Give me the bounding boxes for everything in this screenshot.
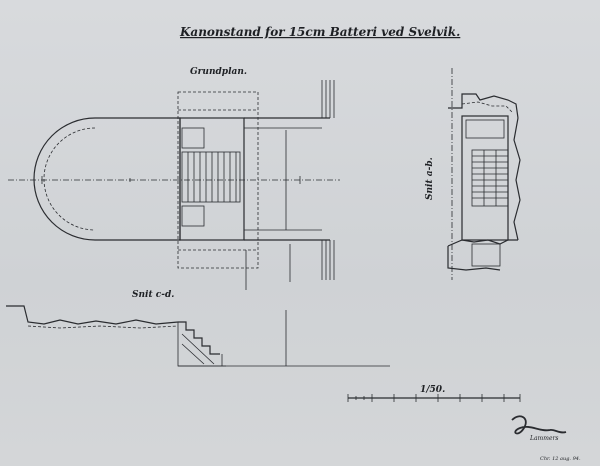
section-ab-view <box>447 68 521 280</box>
scale-label: 1/50. <box>420 385 445 395</box>
plan-view <box>8 80 340 290</box>
section-ab-top-profile <box>448 93 519 119</box>
section-cd-ground <box>6 305 179 325</box>
section-cd-steps <box>178 321 220 355</box>
drawing-title: Kanonstand for 15cm Batteri ved Svelvik. <box>179 25 460 39</box>
gun-platform-outline <box>33 117 181 241</box>
signature: Lammers <box>511 415 567 442</box>
section-ab-bottom-profile <box>447 246 501 271</box>
platform-inner-arc <box>43 127 96 231</box>
section-ab-stairs <box>471 149 509 207</box>
section-cd-view <box>6 305 390 367</box>
section-ab-core <box>461 115 509 241</box>
section-ab-right-wall <box>513 117 521 241</box>
section-ab-label: Snit a-b. <box>425 157 435 200</box>
center-block <box>179 117 245 241</box>
plan-stairs <box>181 151 241 203</box>
plan-label: Grundplan. <box>190 67 247 77</box>
svg-text:Lammers: Lammers <box>529 435 558 442</box>
section-cd-label: Snit c-d. <box>132 290 174 300</box>
date-stamp: Chr. 12 aug. 94. <box>540 456 581 462</box>
scale-bar <box>347 394 521 402</box>
